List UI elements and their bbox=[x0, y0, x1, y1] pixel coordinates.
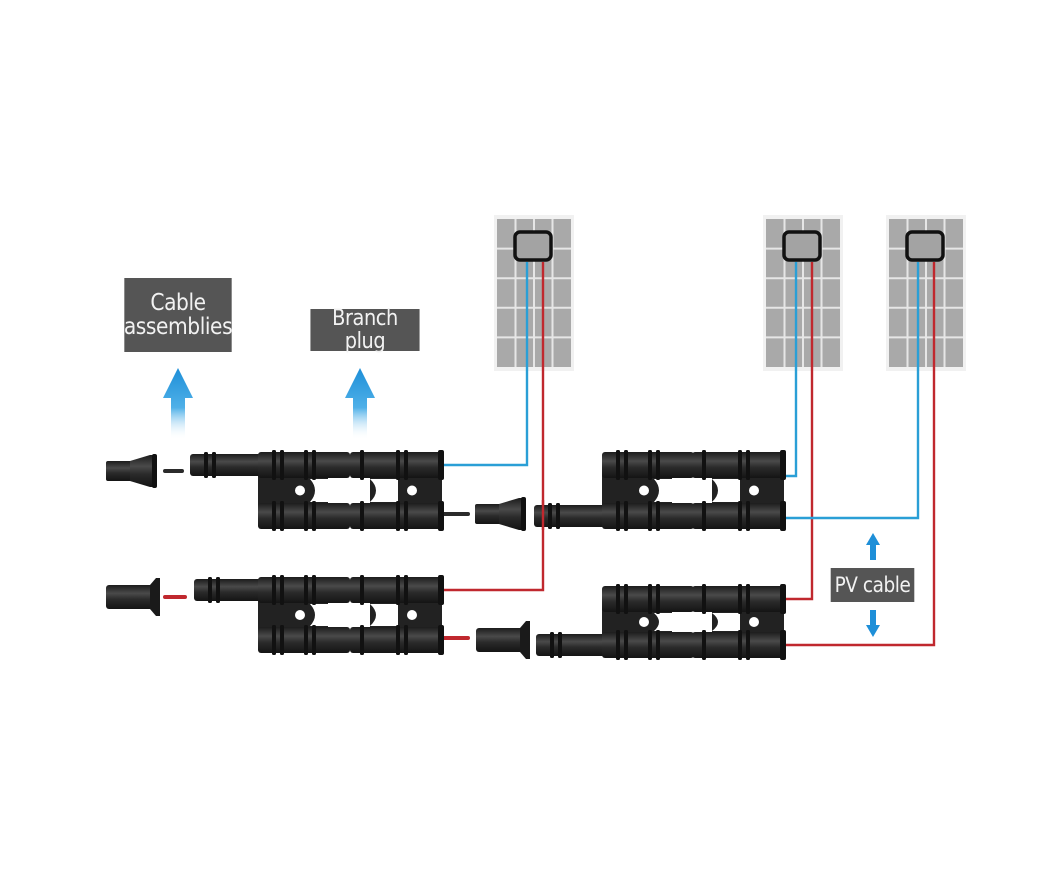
junction-box bbox=[905, 230, 945, 262]
junction-box bbox=[513, 230, 553, 262]
pv-cable-label-text: PV cable bbox=[834, 572, 911, 597]
branch-socket-positive-1 bbox=[350, 575, 444, 655]
cable-assembly-plug-negative-2 bbox=[475, 497, 526, 531]
branch-plug-negative-2 bbox=[534, 450, 724, 531]
junction-box bbox=[782, 230, 822, 262]
cable-assembly-plug-positive bbox=[106, 578, 160, 616]
branch-input-barrel bbox=[536, 634, 612, 656]
panel-3-positive-wire bbox=[772, 262, 936, 647]
branch-plug-label-text: Branch plug bbox=[332, 305, 398, 354]
branch-socket-negative-1 bbox=[350, 450, 444, 531]
cable-assemblies-arrow bbox=[163, 368, 193, 440]
branch-plug-positive-1 bbox=[194, 575, 380, 655]
branch-input-barrel bbox=[534, 505, 612, 527]
branch-plug-arrow bbox=[345, 368, 375, 440]
pv-cable-down-arrow bbox=[866, 610, 880, 637]
pv-cable-label: PV cable bbox=[830, 568, 915, 602]
panel-3-negative-wire bbox=[772, 262, 920, 520]
branch-socket-negative-2 bbox=[692, 450, 786, 531]
branch-plug-label: Branch plug bbox=[310, 305, 420, 354]
pv-cable-up-arrow bbox=[866, 533, 880, 560]
panel-1-negative-wire bbox=[440, 262, 529, 467]
panel-1-positive-wire bbox=[440, 262, 545, 592]
cable-assemblies-label-line2: assemblies bbox=[123, 314, 233, 340]
cable-assemblies-label: Cable assemblies bbox=[123, 278, 233, 352]
solar-panels bbox=[494, 215, 966, 371]
solar-panel bbox=[494, 215, 574, 371]
cable-assembly-plug-positive-2 bbox=[476, 621, 530, 659]
branch-socket-positive-2 bbox=[692, 584, 786, 660]
cable-assemblies-label-line1: Cable bbox=[150, 289, 206, 316]
cable-assembly-plug-negative bbox=[106, 454, 157, 488]
branch-input-barrel bbox=[194, 579, 268, 601]
connectors bbox=[106, 450, 786, 660]
branch-plug-negative-1 bbox=[190, 450, 380, 531]
branch-input-barrel bbox=[190, 454, 268, 476]
solar-panel bbox=[763, 215, 843, 371]
solar-panel bbox=[886, 215, 966, 371]
cable-segments bbox=[163, 469, 470, 640]
